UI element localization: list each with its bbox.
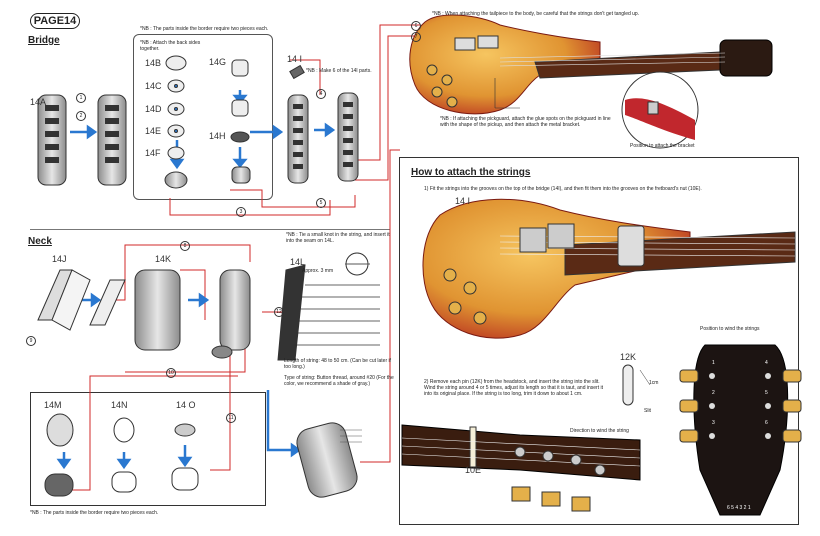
part-label-12k: 12K (620, 352, 637, 362)
step-number: 11 (226, 413, 236, 423)
part-label-14g: 14G (209, 57, 227, 67)
note-pickguard: *NB : If attaching the pickguard, attach… (440, 116, 611, 128)
part-label-14o: 14 O (176, 400, 196, 410)
string-number: 3 (712, 420, 715, 426)
string-number: 2 (712, 390, 715, 396)
note-slit: Slit (644, 408, 651, 414)
note-wind-position: Position to wind the strings (700, 326, 760, 332)
note-make-six: *NB : Make 6 of the 14I parts. (306, 68, 372, 74)
part-label-14l: 14L (290, 257, 306, 267)
step-number: 2 (76, 111, 86, 121)
step-number: 8 (180, 241, 190, 251)
note-direction: Direction to wind the string (570, 428, 629, 434)
part-label-14k: 14K (155, 254, 172, 264)
section-title-bridge: Bridge (28, 35, 60, 46)
note-step-2: 2) Remove each pin (12K) from the headst… (424, 379, 603, 397)
part-label-14e: 14E (145, 126, 162, 136)
page-tag: PAGE14 (30, 13, 80, 29)
note-tailpiece: *NB : When attaching the tailpiece to th… (432, 11, 640, 17)
part-label-14n: 14N (111, 400, 128, 410)
section-title-neck: Neck (28, 236, 52, 247)
step-number: 9 (26, 336, 36, 346)
note-step-1: 1) Fit the strings into the grooves on t… (424, 186, 702, 192)
part-label-14b: 14B (145, 58, 162, 68)
string-number: 5 (765, 390, 768, 396)
part-label-14d: 14D (145, 104, 162, 114)
neck-parts-box (30, 392, 266, 506)
nut-numbers: 6 5 4 3 2 1 (727, 505, 751, 511)
note-knot: *NB : Tie a small knot in the string, an… (286, 232, 390, 244)
string-number: 1 (712, 360, 715, 366)
note-bracket: Position to attach the bracket (630, 143, 695, 149)
note-top-border: *NB : The parts inside the border requir… (140, 26, 269, 32)
note-type: Type of string: Button thread, around #2… (284, 375, 394, 387)
step-number: 5 (316, 198, 326, 208)
string-number: 4 (765, 360, 768, 366)
note-bottom-border: *NB : The parts inside the border requir… (30, 510, 159, 516)
step-number: 4 (316, 89, 326, 99)
section-title-strings: How to attach the strings (411, 167, 531, 178)
section-divider (30, 229, 390, 230)
note-approx: Approx. 3 mm (302, 268, 334, 274)
part-label-14a: 14A (30, 97, 47, 107)
part-label-14h: 14H (209, 131, 226, 141)
step-number: 1 (76, 93, 86, 103)
part-label-14f: 14F (145, 148, 161, 158)
step-number: 7 (411, 32, 421, 42)
part-label-14i-strings: 14 I (455, 196, 471, 206)
part-label-14j: 14J (52, 254, 67, 264)
note-one-cm: 1cm (649, 380, 659, 386)
step-number: 6 (411, 21, 421, 31)
part-label-14i: 14 I (287, 54, 303, 64)
part-label-14m: 14M (44, 400, 62, 410)
note-attach-back: *NB : Attach the back sides together. (140, 40, 201, 52)
step-number: 3 (236, 207, 246, 217)
part-label-10e: 10E (465, 465, 482, 475)
part-label-14c: 14C (145, 81, 162, 91)
string-number: 6 (765, 420, 768, 426)
step-number: 10 (166, 368, 176, 378)
step-number: 12 (274, 307, 284, 317)
note-length: Length of string: 48 to 50 cm. (Can be c… (284, 358, 392, 370)
